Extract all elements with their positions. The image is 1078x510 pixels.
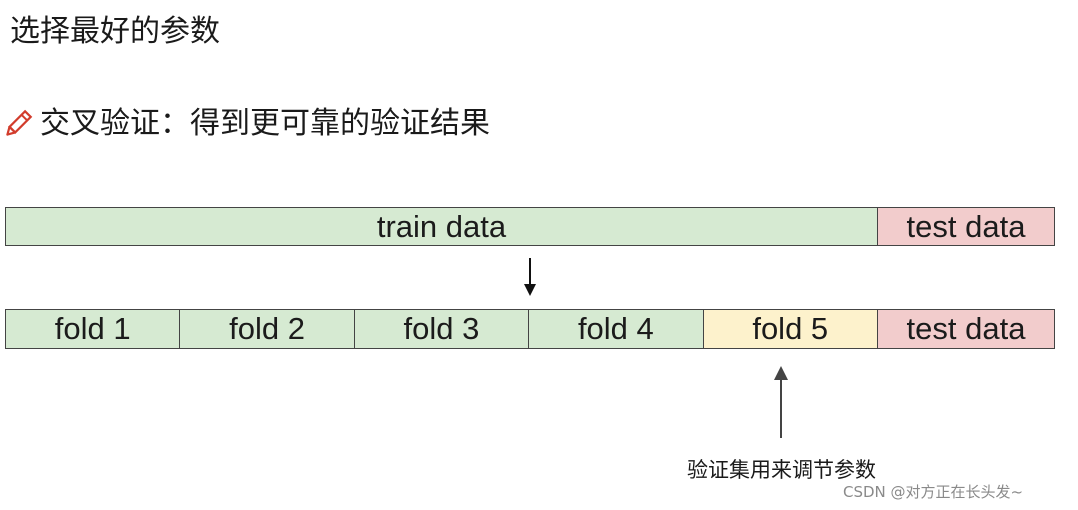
subtitle: 交叉验证：得到更可靠的验证结果 <box>40 106 490 141</box>
watermark: CSDN @对方正在长头发~ <box>843 483 1024 501</box>
fold-segment-1: fold 1 <box>6 310 181 348</box>
down-arrow-icon <box>524 258 536 296</box>
test-data-segment-bottom: test data <box>877 310 1054 348</box>
fold-segment-4: fold 4 <box>529 310 704 348</box>
fold-split-bar: fold 1 fold 2 fold 3 fold 4 fold 5 test … <box>5 309 1055 349</box>
data-split-bar: train data test data <box>5 207 1055 246</box>
test-data-segment: test data <box>878 208 1054 245</box>
page-title: 选择最好的参数 <box>10 14 220 49</box>
fold-segment-validation: fold 5 <box>703 310 878 348</box>
fold-segment-3: fold 3 <box>354 310 530 348</box>
pencil-icon <box>6 109 33 136</box>
subtitle-row: 交叉验证：得到更可靠的验证结果 <box>2 104 490 144</box>
validation-caption: 验证集用来调节参数 <box>687 458 876 482</box>
fold-segment-2: fold 2 <box>180 310 355 348</box>
train-data-segment: train data <box>6 208 878 245</box>
up-arrow-icon <box>774 366 788 438</box>
